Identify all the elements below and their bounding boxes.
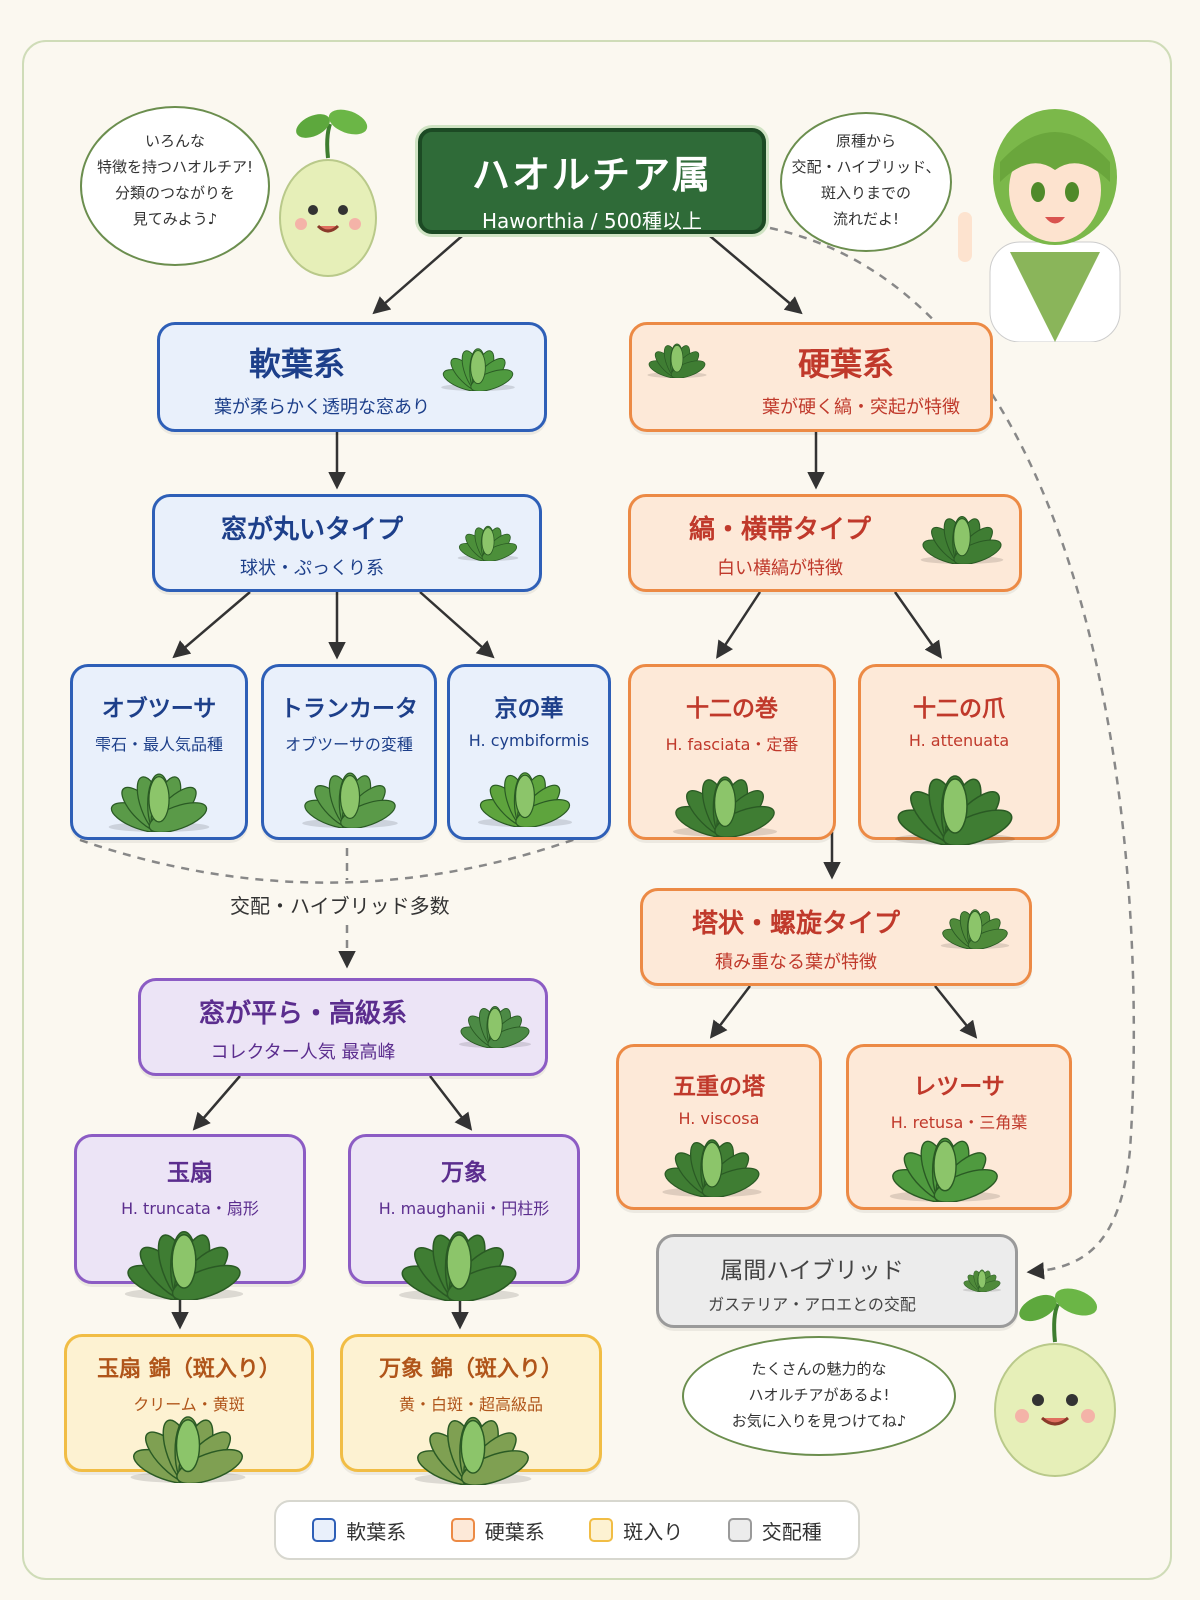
node-manzo: 万象 H. maughanii・円柱形 [348,1134,580,1284]
node-title: 硬葉系 [797,345,894,383]
arrow-flat-gyokusen [192,1075,241,1131]
bubble-bottom-right: たくさんの魅力的な ハオルチアがあるよ! お気に入りを見つけてね♪ [682,1336,956,1456]
succulent-icon [895,775,1015,845]
legend-swatch [450,1518,475,1542]
node-gyokusen: 玉扇 H. truncata・扇形 [74,1134,306,1284]
sprout-mascot-icon [279,109,377,277]
legend-swatch [589,1518,614,1542]
succulent-icon [647,343,707,378]
node-gojuu-no-tou: 五重の塔 H. viscosa [616,1044,822,1210]
node-subtitle: 葉が硬く縞・突起が特徴 [762,397,960,418]
succulent-icon [962,1269,1002,1292]
succulent-icon [477,772,573,827]
sprout-mascot-bottom-icon [994,1288,1116,1477]
succulent-icon [124,1231,244,1300]
arrow-root-hard [709,235,803,315]
legend-item-hard: 硬葉系 [450,1516,545,1545]
succulent-icon [414,1416,532,1485]
succulent-icon [920,516,1004,564]
arrow-stripe-jtsume [893,591,943,659]
bubble-top-left: いろんな 特徴を持つハオルチア! 分類のつながりを 見てみよう♪ [80,106,270,266]
root-title: ハオルチア属 [471,153,712,197]
legend: 軟葉系 硬葉系 斑入り 交配種 [274,1500,860,1560]
arrow-stripe-jmaki [716,591,762,659]
node-soft-leaf: 軟葉系 葉が柔らかく透明な窓あり [157,322,547,432]
dashed-merge-curve [79,828,601,884]
succulent-icon [889,1137,1001,1202]
arrow-tower-gojuu [709,985,751,1039]
succulent-icon [459,1006,531,1048]
arrow-round-kyo [419,591,495,659]
succulent-icon [130,1416,246,1483]
node-title: 軟葉系 [248,345,345,383]
arrow-tower-retusa [934,985,978,1039]
arrow-root-soft [372,235,463,315]
guide-girl-icon [958,109,1121,342]
node-hard-leaf: 硬葉系 葉が硬く縞・突起が特徴 [629,322,993,432]
root-subtitle: Haworthia / 500種以上 [481,209,703,233]
node-subtitle: 葉が柔らかく透明な窓あり [214,397,430,418]
succulent-icon [940,909,1010,949]
succulent-icon [108,773,210,832]
legend-item-variegated: 斑入り [589,1516,683,1545]
cross-label: 交配・ハイブリッド多数 [230,894,450,918]
legend-swatch [312,1518,337,1542]
arrow-flat-manzo [429,1075,473,1131]
legend-item-soft: 軟葉系 [312,1516,406,1545]
succulent-icon [662,1139,762,1197]
succulent-icon [302,772,398,828]
legend-swatch [727,1518,752,1542]
succulent-icon [673,776,777,837]
arrow-round-obtusa [172,591,251,659]
legend-item-hybrid: 交配種 [727,1516,822,1545]
root-node-haworthia: ハオルチア属 Haworthia / 500種以上 [418,128,766,234]
node-intergeneric-hybrid: 属間ハイブリッド ガステリア・アロエとの交配 [656,1234,1018,1328]
succulent-icon [457,525,519,561]
page-frame [22,40,1172,1580]
bubble-top-right: 原種から 交配・ハイブリッド、 斑入りまでの 流れだよ! [780,112,952,252]
succulent-icon [399,1231,519,1301]
succulent-icon [441,348,515,391]
node-stripe-type: 縞・横帯タイプ 白い横縞が特徴 [628,494,1022,592]
